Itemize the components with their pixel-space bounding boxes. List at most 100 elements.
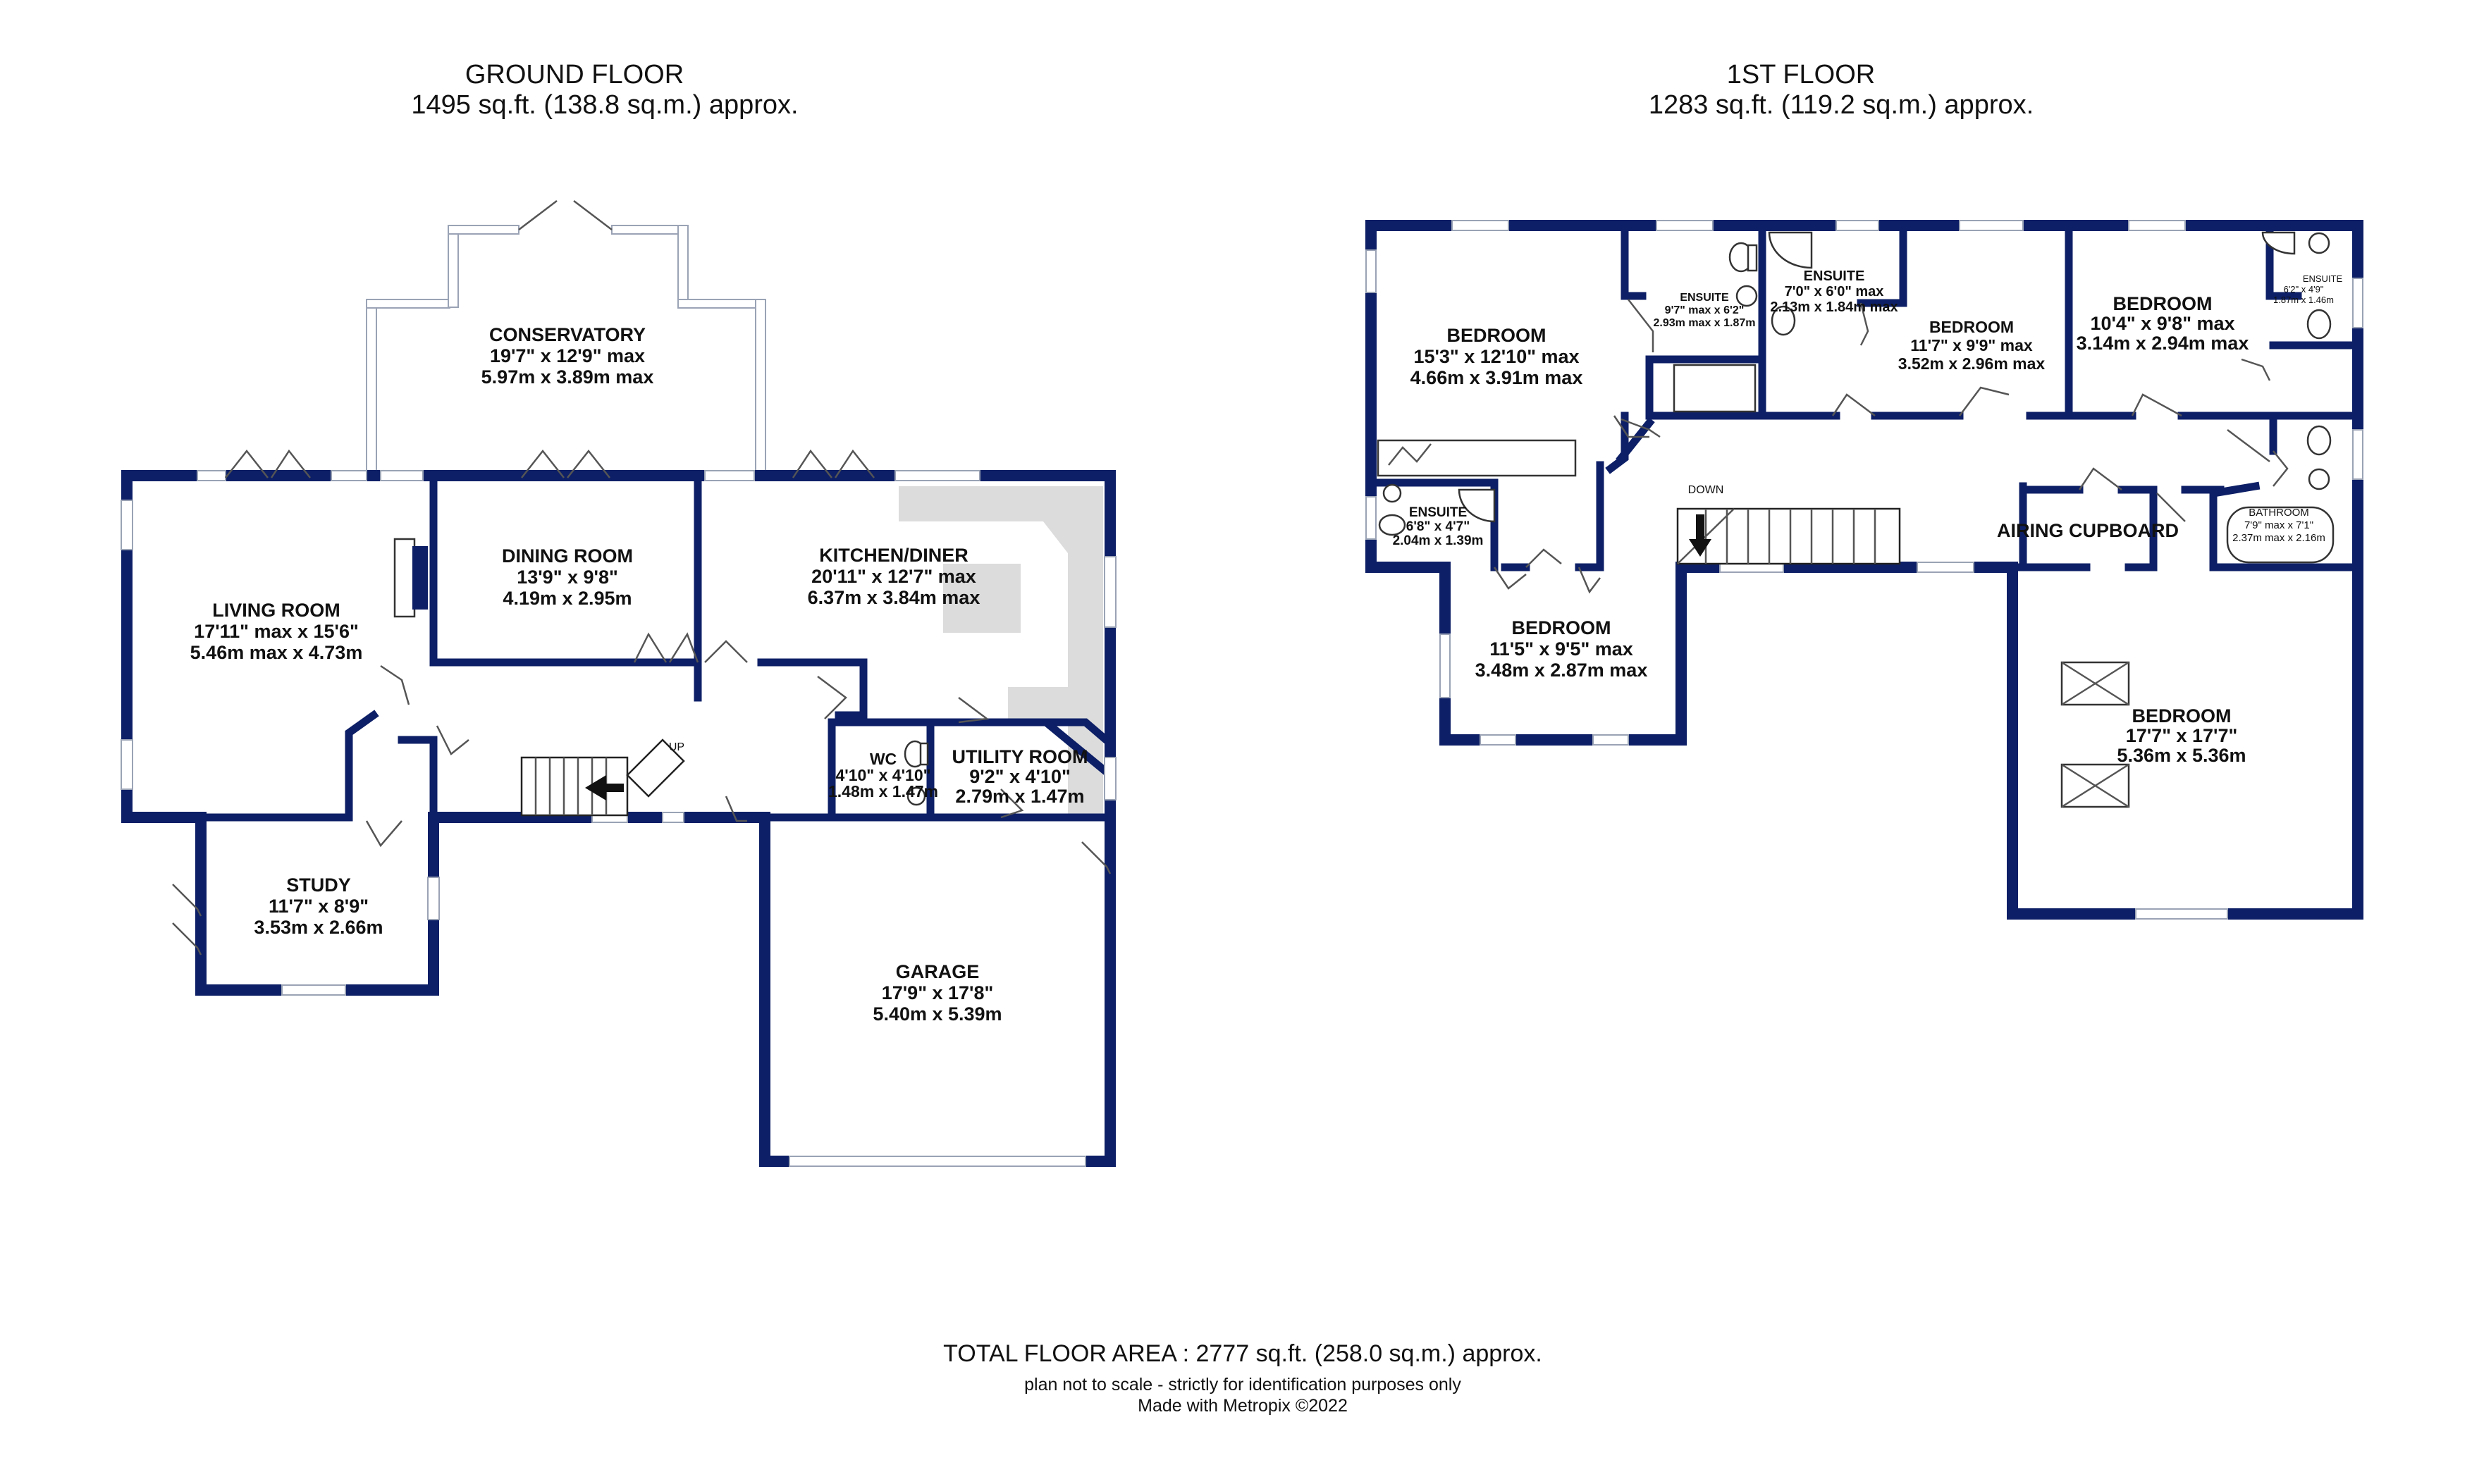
svg-text:11'5" x 9'5" max: 11'5" x 9'5" max (1489, 638, 1633, 660)
svg-text:DINING ROOM: DINING ROOM (502, 545, 633, 567)
svg-text:ENSUITE: ENSUITE (1409, 505, 1467, 520)
svg-text:WC: WC (870, 750, 897, 768)
svg-text:3.48m x 2.87m max: 3.48m x 2.87m max (1475, 660, 1648, 681)
svg-text:3.53m x 2.66m: 3.53m x 2.66m (254, 917, 383, 938)
svg-text:4.66m x 3.91m max: 4.66m x 3.91m max (1410, 367, 1583, 388)
first-floor-exterior-walls (1365, 220, 2363, 920)
svg-text:ENSUITE: ENSUITE (1680, 292, 1729, 304)
svg-text:4.19m x 2.95m: 4.19m x 2.95m (503, 588, 632, 609)
svg-text:GARAGE: GARAGE (896, 961, 980, 982)
svg-text:5.97m x 3.89m max: 5.97m x 3.89m max (481, 366, 654, 388)
scale-disclaimer: plan not to scale - strictly for identif… (1024, 1375, 1461, 1395)
first-floor-area: 1283 sq.ft. (119.2 sq.m.) approx. (1649, 90, 2034, 120)
svg-text:1.87m x 1.46m: 1.87m x 1.46m (2273, 295, 2334, 305)
svg-text:2.93m max x 1.87m: 2.93m max x 1.87m (1654, 317, 1756, 329)
svg-text:3.14m x 2.94m max: 3.14m x 2.94m max (2077, 333, 2249, 354)
bedroom-1-wardrobe (1377, 439, 1577, 477)
svg-text:10'4" x 9'8" max: 10'4" x 9'8" max (2090, 313, 2234, 334)
svg-text:15'3" x 12'10" max: 15'3" x 12'10" max (1413, 346, 1579, 367)
svg-text:2.79m x 1.47m: 2.79m x 1.47m (955, 786, 1084, 807)
stair-up-label: UP (669, 741, 684, 753)
room-utility-room: UTILITY ROOM 9'2" x 4'10" 2.79m x 1.47m (952, 746, 1088, 807)
skylights (2060, 661, 2130, 808)
fireplace (393, 538, 428, 618)
svg-text:7'0" x 6'0" max: 7'0" x 6'0" max (1785, 284, 1884, 299)
svg-text:17'9" x 17'8": 17'9" x 17'8" (882, 982, 994, 1003)
wc-fixtures (904, 740, 929, 806)
first-floor-doors (1493, 299, 2289, 594)
svg-text:6'8" x 4'7": 6'8" x 4'7" (1406, 519, 1470, 534)
svg-text:17'7" x 17'7": 17'7" x 17'7" (2126, 725, 2238, 746)
svg-text:ENSUITE: ENSUITE (1804, 268, 1865, 284)
svg-text:BEDROOM: BEDROOM (1512, 617, 1611, 638)
svg-text:5.46m max x 4.73m: 5.46m max x 4.73m (190, 642, 363, 663)
ground-floor-doors (172, 449, 1112, 956)
room-bedroom-1: BEDROOM 15'3" x 12'10" max 4.66m x 3.91m… (1410, 325, 1583, 388)
svg-text:7'9" max x 7'1": 7'9" max x 7'1" (2244, 519, 2313, 531)
svg-text:AIRING CUPBOARD: AIRING CUPBOARD (1997, 520, 2179, 541)
room-dining-room: DINING ROOM 13'9" x 9'8" 4.19m x 2.95m (502, 545, 633, 609)
conservatory-walls (366, 200, 766, 476)
svg-text:LIVING ROOM: LIVING ROOM (212, 600, 340, 621)
svg-text:UTILITY ROOM: UTILITY ROOM (952, 746, 1088, 767)
room-ensuite-4: ENSUITE 6'8" x 4'7" 2.04m x 1.39m (1393, 505, 1484, 548)
room-bedroom-2: BEDROOM 11'7" x 9'9" max 3.52m x 2.96m m… (1898, 318, 2046, 373)
first-floor-sanitaryware (1378, 231, 2335, 564)
room-living-room: LIVING ROOM 17'11" max x 15'6" 5.46m max… (190, 600, 363, 663)
room-conservatory: CONSERVATORY 19'7" x 12'9" max 5.97m x 3… (481, 324, 654, 388)
svg-text:5.36m x 5.36m: 5.36m x 5.36m (2117, 745, 2246, 766)
svg-text:ENSUITE: ENSUITE (2303, 273, 2343, 284)
svg-text:6.37m x 3.84m max: 6.37m x 3.84m max (808, 587, 980, 608)
first-floor-windows (1365, 220, 2363, 920)
svg-text:11'7" x 9'9" max: 11'7" x 9'9" max (1910, 336, 2033, 354)
svg-text:2.37m max x 2.16m: 2.37m max x 2.16m (2232, 532, 2325, 544)
svg-text:11'7" x 8'9": 11'7" x 8'9" (269, 896, 369, 917)
first-floor-interior-walls (1367, 221, 2362, 571)
ground-floor-area: 1495 sq.ft. (138.8 sq.m.) approx. (411, 90, 798, 120)
svg-text:BEDROOM: BEDROOM (2132, 705, 2232, 726)
svg-text:20'11" x 12'7" max: 20'11" x 12'7" max (811, 566, 976, 587)
room-ensuite-3: ENSUITE 6'2" x 4'9" 1.87m x 1.46m (2273, 273, 2342, 305)
svg-text:19'7" x 12'9" max: 19'7" x 12'9" max (490, 345, 645, 366)
stair-down-label: DOWN (1688, 484, 1724, 496)
svg-text:CONSERVATORY: CONSERVATORY (489, 324, 646, 345)
kitchen-units (899, 486, 1103, 814)
ground-floor-staircase: UP (520, 738, 685, 817)
svg-text:5.40m x 5.39m: 5.40m x 5.39m (873, 1003, 1002, 1025)
first-floor-title: 1ST FLOOR (1727, 60, 1875, 89)
svg-text:13'9" x 9'8": 13'9" x 9'8" (517, 567, 618, 588)
svg-text:1.48m x 1.47m: 1.48m x 1.47m (828, 782, 938, 800)
room-bathroom: BATHROOM 7'9" max x 7'1" 2.37m max x 2.1… (2232, 507, 2325, 544)
room-bedroom-5: BEDROOM 17'7" x 17'7" 5.36m x 5.36m (2117, 705, 2246, 766)
svg-text:3.52m x 2.96m max: 3.52m x 2.96m max (1898, 354, 2046, 373)
room-garage: GARAGE 17'9" x 17'8" 5.40m x 5.39m (873, 961, 1002, 1025)
svg-text:17'11" max x 15'6": 17'11" max x 15'6" (194, 621, 359, 642)
svg-text:9'7" max x 6'2": 9'7" max x 6'2" (1665, 304, 1745, 316)
ground-floor-title: GROUND FLOOR (465, 60, 684, 89)
svg-text:6'2" x 4'9": 6'2" x 4'9" (2284, 284, 2324, 295)
ground-floor-interior-walls (123, 471, 1116, 822)
room-study: STUDY 11'7" x 8'9" 3.53m x 2.66m (254, 874, 383, 938)
svg-text:BEDROOM: BEDROOM (1447, 325, 1546, 346)
svg-text:4'10" x 4'10": 4'10" x 4'10" (835, 766, 930, 784)
svg-text:2.04m x 1.39m: 2.04m x 1.39m (1393, 533, 1484, 548)
room-ensuite-2: ENSUITE 7'0" x 6'0" max 2.13m x 1.84m ma… (1770, 268, 1898, 315)
svg-text:STUDY: STUDY (286, 874, 351, 896)
svg-text:BATHROOM: BATHROOM (2249, 507, 2309, 519)
room-kitchen-diner: KITCHEN/DINER 20'11" x 12'7" max 6.37m x… (808, 545, 980, 608)
metropix-credit: Made with Metropix ©2022 (1138, 1396, 1348, 1416)
first-floor-staircase: DOWN (1676, 484, 1901, 565)
svg-text:9'2" x 4'10": 9'2" x 4'10" (969, 766, 1071, 787)
first-floor-plan: DOWN BEDROOM 15'3" x 12'10" max 4.66m x … (1365, 220, 2363, 920)
svg-text:2.13m x 1.84m max: 2.13m x 1.84m max (1770, 299, 1898, 315)
svg-text:KITCHEN/DINER: KITCHEN/DINER (819, 545, 968, 566)
room-bedroom-3: BEDROOM 10'4" x 9'8" max 3.14m x 2.94m m… (2077, 293, 2249, 354)
ground-floor-plan: UP CONSERVATORY 19'7" x 12'9" max 5.97m … (121, 200, 1117, 1167)
svg-text:BEDROOM: BEDROOM (1929, 318, 2014, 336)
total-floor-area: TOTAL FLOOR AREA : 2777 sq.ft. (258.0 sq… (943, 1340, 1542, 1367)
svg-text:BEDROOM: BEDROOM (2113, 293, 2213, 314)
room-bedroom-4: BEDROOM 11'5" x 9'5" max 3.48m x 2.87m m… (1475, 617, 1648, 681)
room-airing-cupboard: AIRING CUPBOARD (1997, 520, 2179, 541)
room-wc: WC 4'10" x 4'10" 1.48m x 1.47m (828, 750, 938, 800)
